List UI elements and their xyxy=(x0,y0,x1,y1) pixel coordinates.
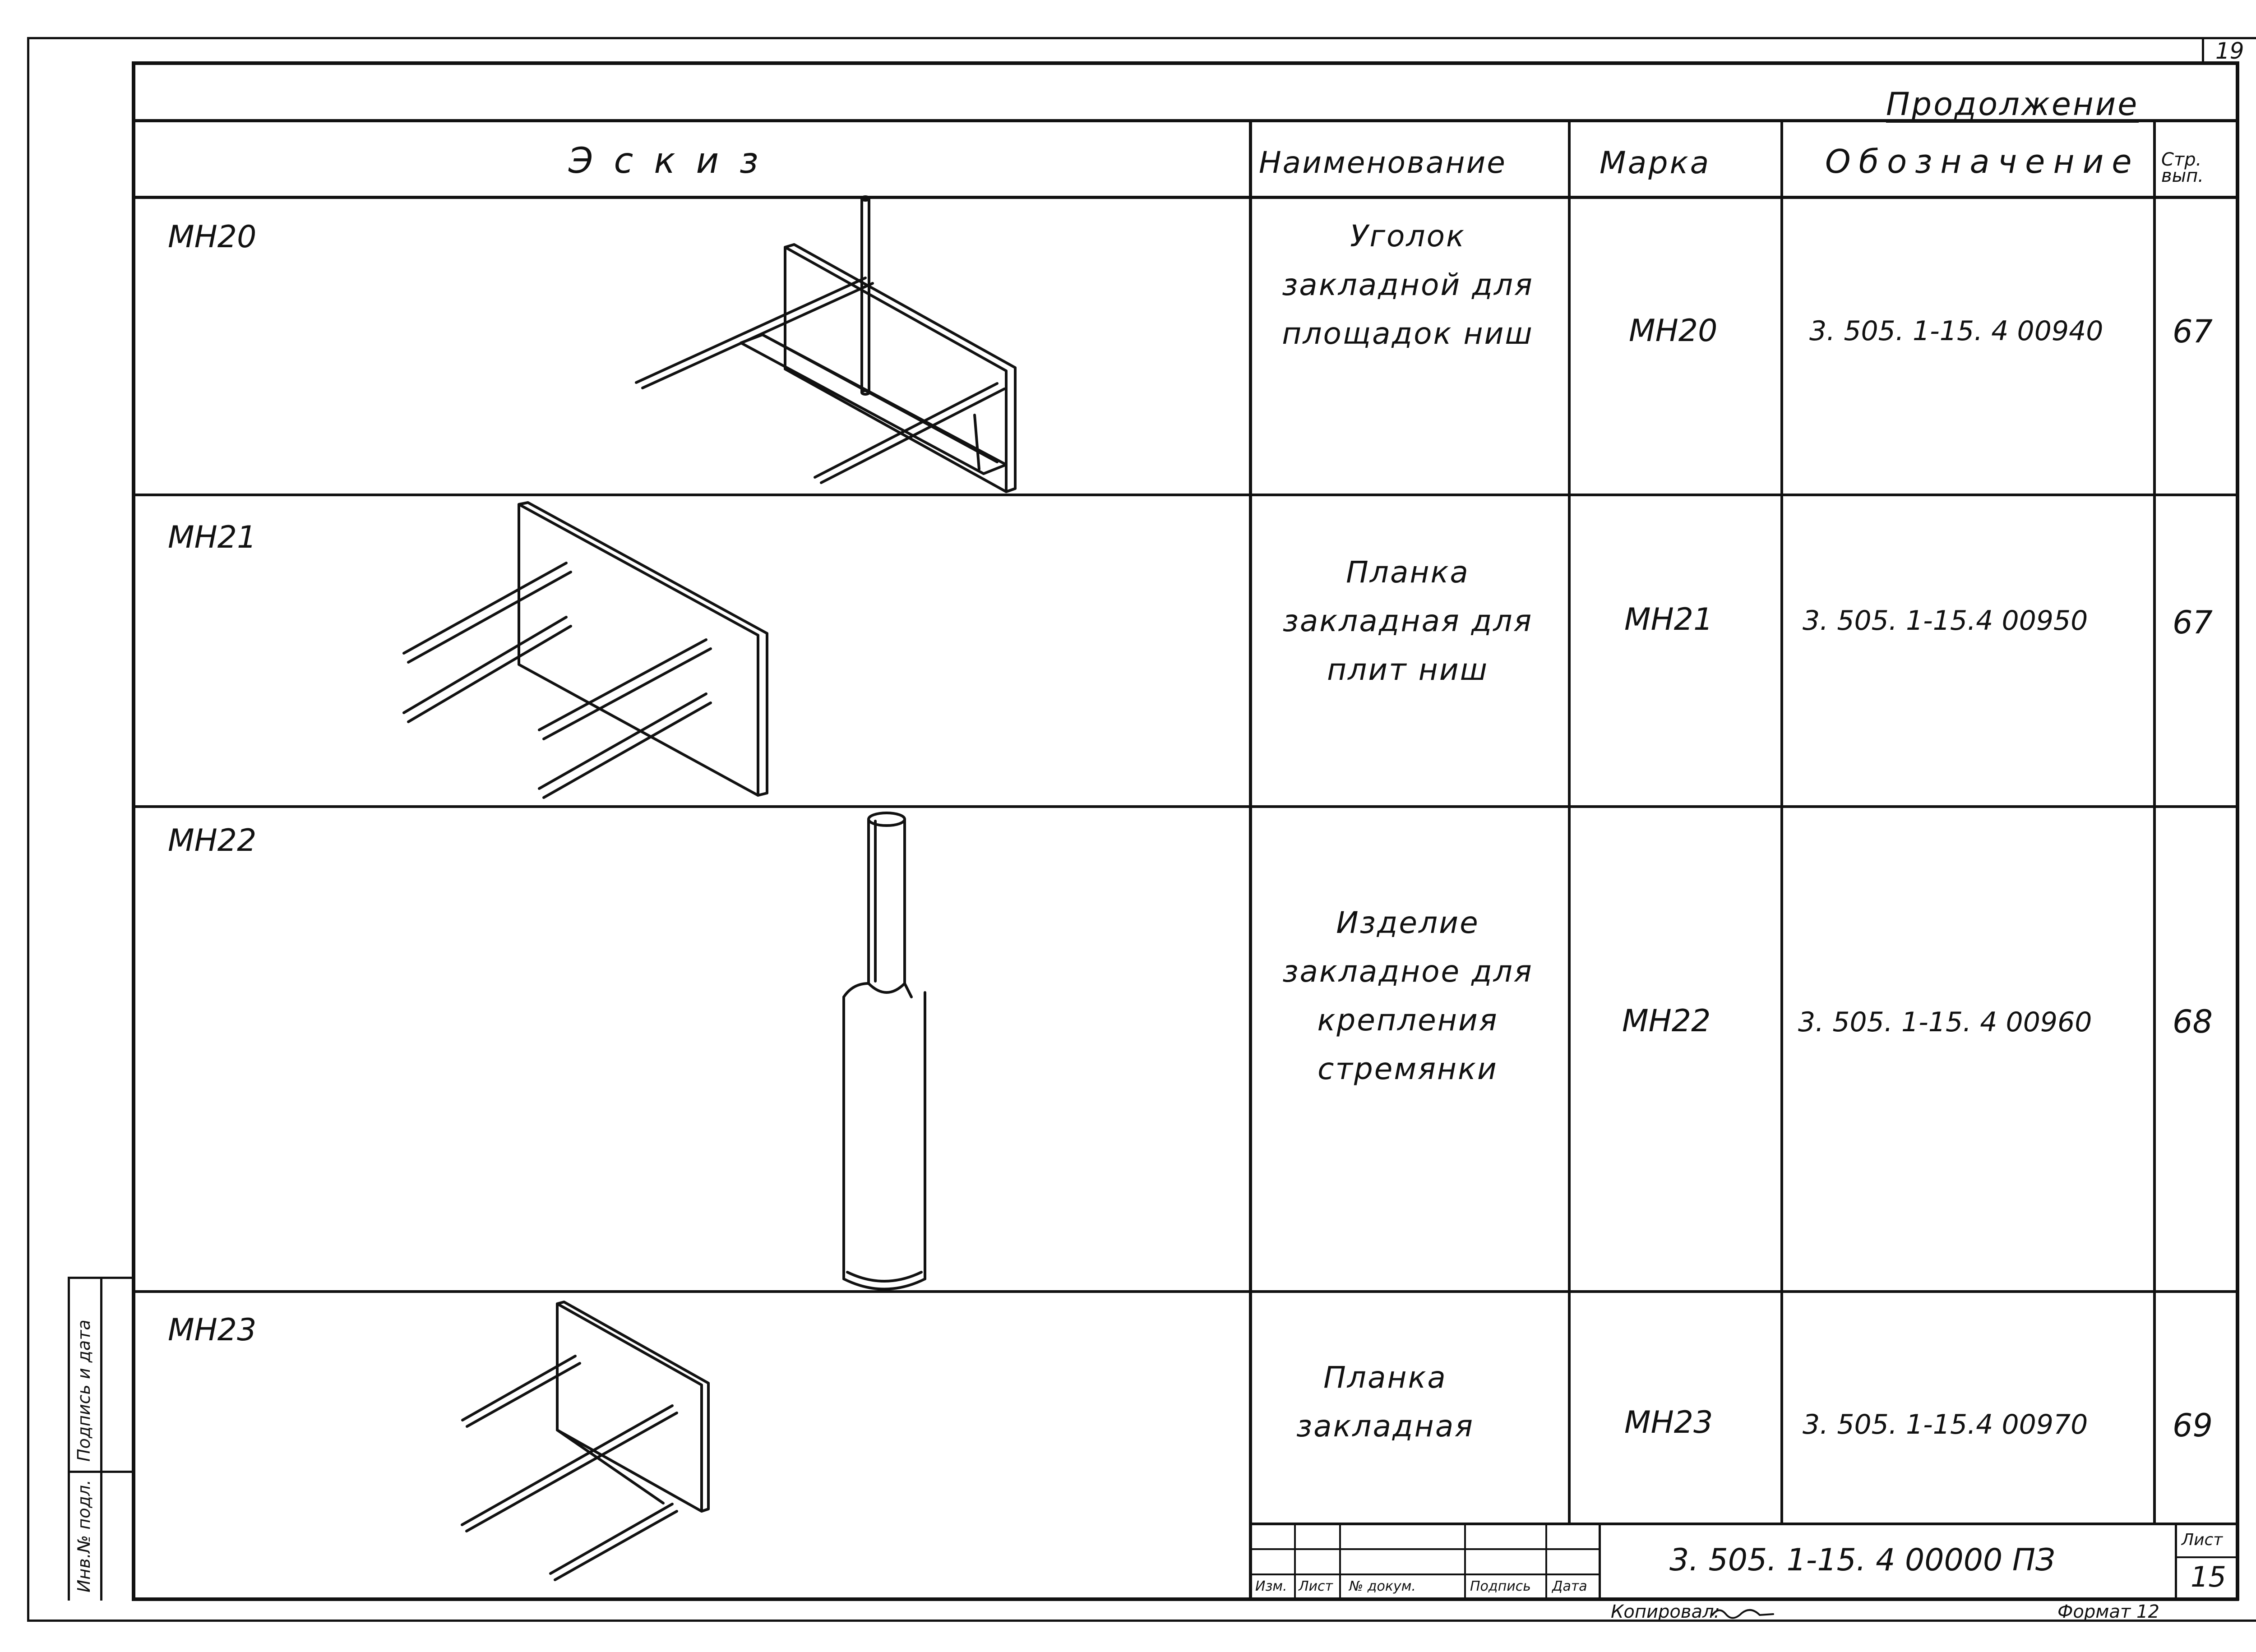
header-mark: Марка xyxy=(1600,145,1711,181)
outer-frame-top xyxy=(27,37,2256,39)
header-name: Наименование xyxy=(1259,145,1507,180)
top-sheet-number: 19 xyxy=(2215,38,2244,64)
stamp-grid-col-5 xyxy=(1599,1523,1601,1599)
mark-mh22: МН22 xyxy=(1622,1003,1711,1039)
col-divider-sketch-name xyxy=(1249,119,1252,1601)
stamp-col-signature: Подпись xyxy=(1470,1578,1531,1594)
stamp-col-date: Дата xyxy=(1552,1578,1587,1594)
stamp-sheet-divider xyxy=(2175,1556,2238,1558)
side-signature-date: Подпись и дата xyxy=(74,1320,94,1462)
stamp-sheet-col xyxy=(2175,1523,2177,1599)
copier-signature-mark xyxy=(1711,1609,1774,1619)
sketch-mh20-angle xyxy=(635,195,1017,493)
sketch-label-mh20: МН20 xyxy=(168,219,257,255)
stamp-col-sheet: Лист xyxy=(1299,1578,1333,1594)
sketch-mh22-pipe xyxy=(842,812,926,1291)
side-inventory: Инв.№ подл. xyxy=(74,1479,94,1592)
page-mh22: 68 xyxy=(2173,1003,2213,1040)
row-separator-1 xyxy=(132,494,2239,496)
sketch-mh23-plate xyxy=(461,1301,710,1581)
main-frame-top xyxy=(132,61,2239,65)
col-divider-name-mark xyxy=(1568,119,1571,1524)
stamp-grid-row-2 xyxy=(1252,1574,1600,1575)
stamp-grid-row-1 xyxy=(1252,1548,1600,1550)
mark-mh23: МН23 xyxy=(1624,1405,1713,1440)
mark-mh20: МН20 xyxy=(1629,313,1718,349)
footer-format: Формат 12 xyxy=(2057,1601,2159,1622)
stamp-grid-col-3 xyxy=(1464,1523,1466,1599)
continuation-label: Продолжение xyxy=(1886,86,2139,123)
page-mh21: 67 xyxy=(2173,604,2213,641)
row-separator-3 xyxy=(132,1290,2239,1293)
page-mh23: 69 xyxy=(2173,1407,2213,1444)
name-mh22: Изделие закладное для крепления стремянк… xyxy=(1282,905,1533,1086)
side-stamp-left xyxy=(68,1277,70,1601)
footer-copied: Копировал: xyxy=(1611,1601,1720,1622)
main-frame-left xyxy=(132,61,135,1601)
stamp-col-change: Изм. xyxy=(1255,1578,1287,1594)
col-divider-designation-page xyxy=(2153,119,2156,1524)
row-separator-2 xyxy=(132,805,2239,808)
header-designation: Обозначение xyxy=(1825,143,2140,180)
stamp-grid-col-2 xyxy=(1339,1523,1341,1599)
mark-mh21: МН21 xyxy=(1624,602,1713,637)
col-divider-mark-designation xyxy=(1780,119,1783,1524)
header-top-line xyxy=(132,119,2239,122)
name-mh20: Уголок закладной для площадок ниш xyxy=(1282,219,1534,351)
main-frame-right xyxy=(2236,61,2239,1601)
stamp-doc-code: 3. 505. 1-15. 4 00000 ПЗ xyxy=(1669,1542,2055,1578)
designation-mh22: 3. 505. 1-15. 4 00960 xyxy=(1798,1006,2092,1038)
designation-mh23: 3. 505. 1-15.4 00970 xyxy=(1803,1409,2088,1440)
header-page: Стр. вып. xyxy=(2161,149,2204,186)
side-stamp-divider xyxy=(68,1471,133,1473)
sketch-label-mh22: МН22 xyxy=(168,823,257,858)
name-mh21: Планка закладная для плит ниш xyxy=(1282,555,1533,687)
name-mh23: Планка закладная xyxy=(1296,1360,1474,1444)
stamp-grid-col-4 xyxy=(1545,1523,1547,1599)
header-sketch: Эскиз xyxy=(569,141,779,181)
header-bottom-line xyxy=(132,196,2239,199)
stamp-col-docnum: № докум. xyxy=(1349,1578,1416,1594)
sketch-label-mh23: МН23 xyxy=(168,1312,257,1348)
page-mh20: 67 xyxy=(2173,313,2213,350)
side-stamp-mid xyxy=(100,1277,102,1601)
outer-frame-left xyxy=(27,37,29,1622)
sketch-label-mh21: МН21 xyxy=(168,520,257,555)
stamp-top-line xyxy=(1252,1523,2238,1525)
designation-mh21: 3. 505. 1-15.4 00950 xyxy=(1803,605,2088,637)
sketch-mh21-plate xyxy=(402,501,768,799)
stamp-sheet-value: 15 xyxy=(2191,1560,2226,1593)
sheet-box-left xyxy=(2202,37,2204,62)
main-frame-bottom xyxy=(132,1597,2239,1601)
designation-mh20: 3. 505. 1-15. 4 00940 xyxy=(1809,315,2103,347)
outer-frame-bottom xyxy=(27,1620,2256,1622)
stamp-sheet-label: Лист xyxy=(2182,1531,2223,1549)
side-stamp-top xyxy=(68,1277,133,1279)
stamp-grid-col-1 xyxy=(1294,1523,1296,1599)
